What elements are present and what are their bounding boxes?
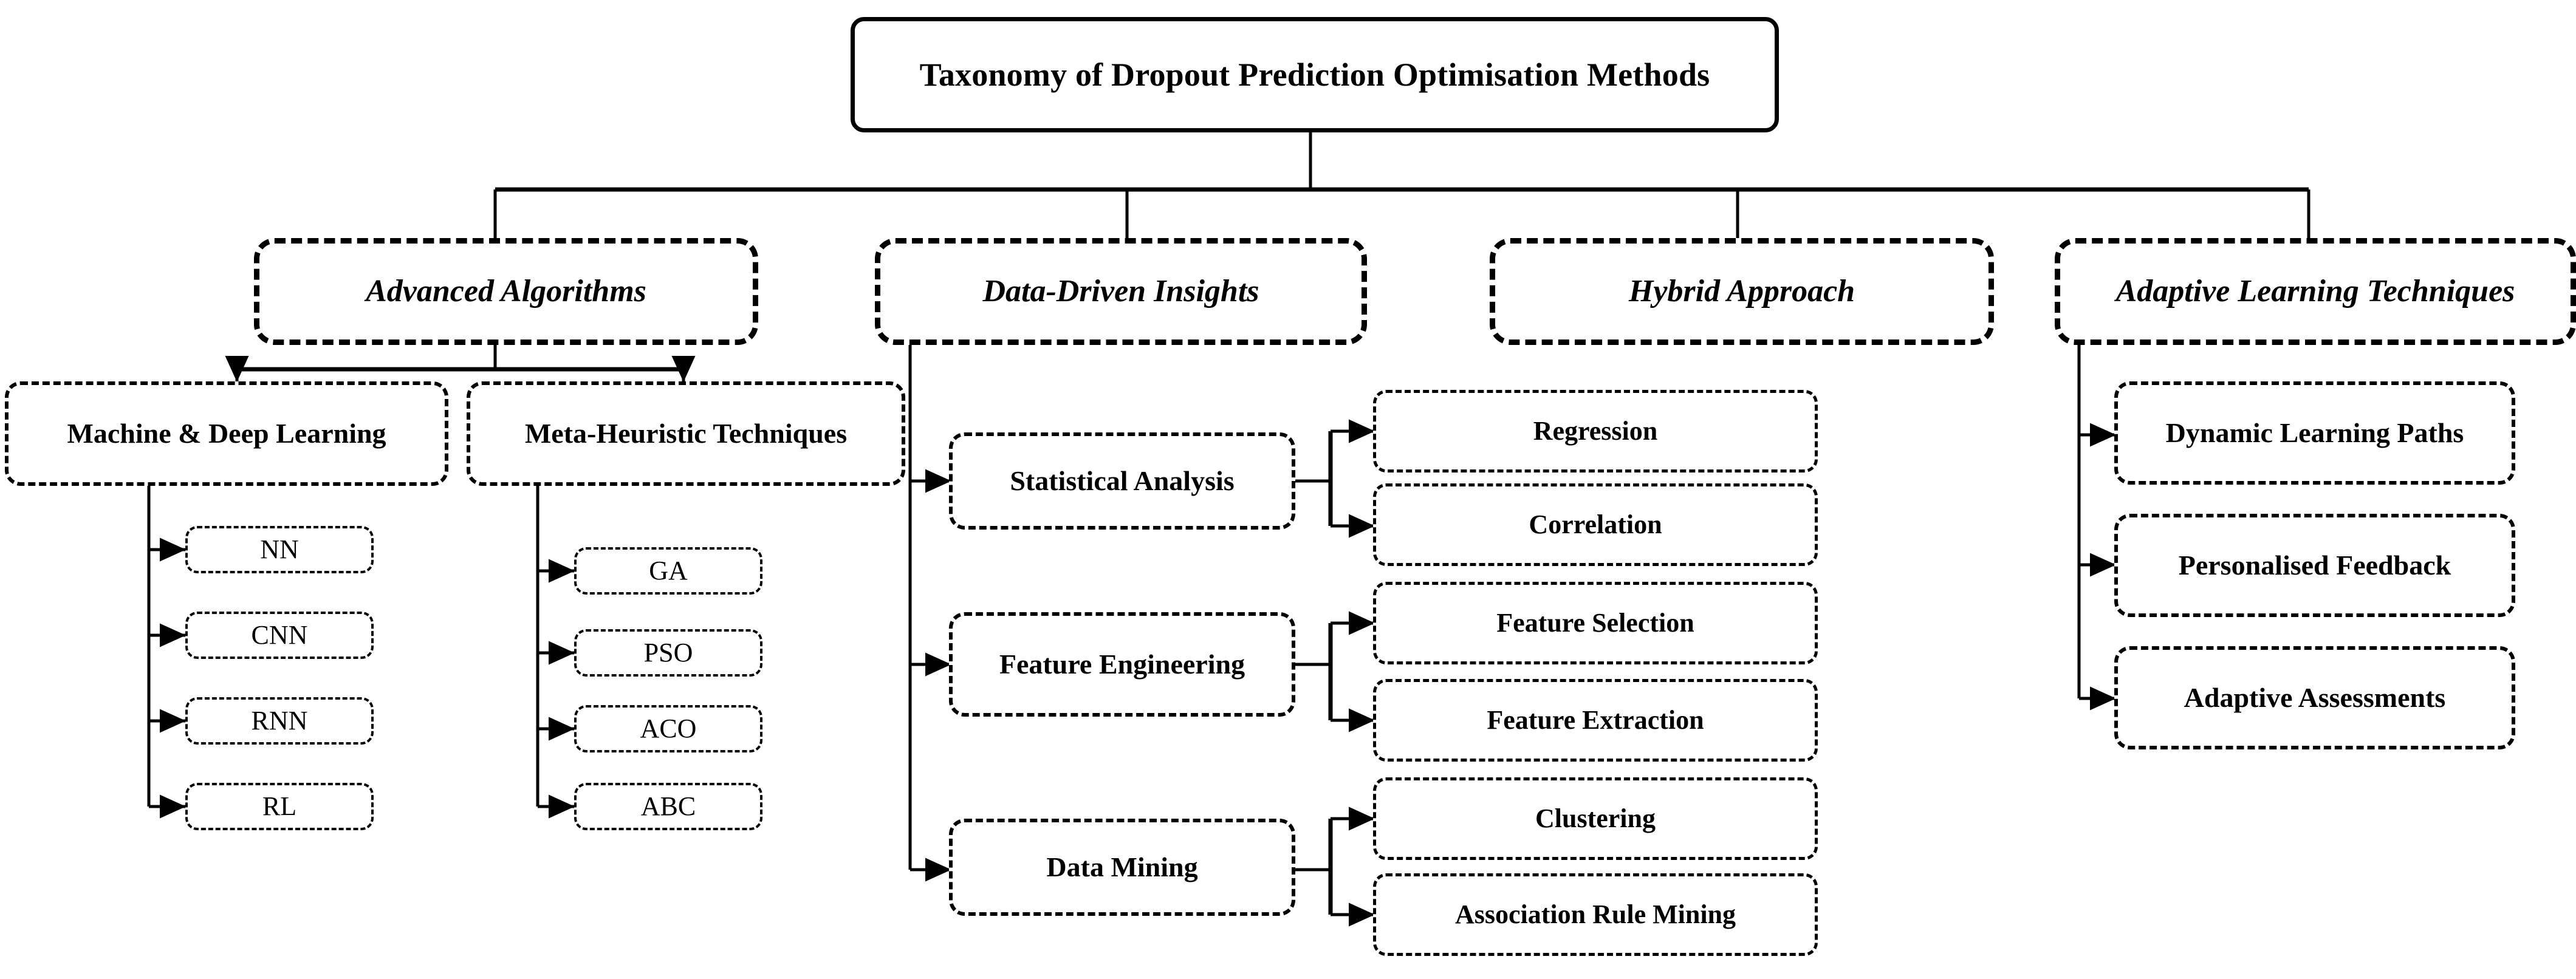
node-personalised-feedback[interactable]: Personalised Feedback (2114, 514, 2515, 617)
leaf-rnn[interactable]: RNN (185, 697, 374, 745)
node-feature-engineering-label: Feature Engineering (999, 649, 1245, 680)
leaf-feature-extraction-label: Feature Extraction (1487, 705, 1704, 735)
node-machine-deep-learning-label: Machine & Deep Learning (67, 418, 386, 449)
leaf-ga[interactable]: GA (574, 547, 762, 595)
node-adaptive-learning-techniques-label: Adaptive Learning Techniques (2115, 273, 2515, 309)
leaf-nn-label: NN (260, 534, 299, 565)
node-dynamic-learning-paths-label: Dynamic Learning Paths (2165, 417, 2464, 449)
leaf-rnn-label: RNN (251, 706, 308, 736)
node-meta-heuristic-techniques-label: Meta-Heuristic Techniques (524, 418, 848, 449)
leaf-aco[interactable]: ACO (574, 705, 762, 752)
leaf-cnn-label: CNN (251, 620, 308, 650)
node-hybrid-approach-label: Hybrid Approach (1628, 273, 1855, 309)
leaf-association-rule-mining[interactable]: Association Rule Mining (1373, 873, 1818, 956)
node-root-label: Taxonomy of Dropout Prediction Optimisat… (919, 56, 1710, 93)
node-adaptive-learning-techniques[interactable]: Adaptive Learning Techniques (2055, 238, 2576, 345)
leaf-pso[interactable]: PSO (574, 629, 762, 677)
node-statistical-analysis[interactable]: Statistical Analysis (949, 432, 1295, 530)
node-adaptive-assessments-label: Adaptive Assessments (2184, 682, 2446, 714)
node-hybrid-approach[interactable]: Hybrid Approach (1490, 238, 1994, 345)
leaf-association-rule-mining-label: Association Rule Mining (1454, 899, 1736, 930)
node-adaptive-assessments[interactable]: Adaptive Assessments (2114, 646, 2515, 749)
leaf-cnn[interactable]: CNN (185, 612, 374, 659)
node-data-mining[interactable]: Data Mining (949, 819, 1295, 916)
leaf-abc[interactable]: ABC (574, 783, 762, 830)
leaf-regression-label: Regression (1533, 416, 1658, 446)
node-root[interactable]: Taxonomy of Dropout Prediction Optimisat… (851, 17, 1779, 132)
node-data-mining-label: Data Mining (1046, 851, 1198, 883)
leaf-ga-label: GA (649, 556, 688, 586)
node-data-driven-insights-label: Data-Driven Insights (982, 273, 1259, 309)
leaf-pso-label: PSO (643, 638, 693, 668)
leaf-correlation-label: Correlation (1529, 510, 1662, 540)
node-advanced-algorithms[interactable]: Advanced Algorithms (254, 238, 758, 345)
node-statistical-analysis-label: Statistical Analysis (1010, 465, 1235, 497)
node-dynamic-learning-paths[interactable]: Dynamic Learning Paths (2114, 381, 2515, 485)
leaf-clustering-label: Clustering (1535, 803, 1656, 834)
leaf-regression[interactable]: Regression (1373, 390, 1818, 472)
node-data-driven-insights[interactable]: Data-Driven Insights (875, 238, 1367, 345)
leaf-abc-label: ABC (640, 791, 696, 822)
leaf-feature-extraction[interactable]: Feature Extraction (1373, 679, 1818, 762)
node-personalised-feedback-label: Personalised Feedback (2178, 550, 2451, 581)
node-meta-heuristic-techniques[interactable]: Meta-Heuristic Techniques (467, 381, 905, 486)
node-machine-deep-learning[interactable]: Machine & Deep Learning (5, 381, 448, 486)
leaf-rl-label: RL (262, 791, 297, 822)
leaf-rl[interactable]: RL (185, 783, 374, 830)
node-advanced-algorithms-label: Advanced Algorithms (366, 273, 646, 309)
leaf-clustering[interactable]: Clustering (1373, 777, 1818, 860)
leaf-feature-selection-label: Feature Selection (1496, 608, 1694, 638)
leaf-feature-selection[interactable]: Feature Selection (1373, 582, 1818, 664)
leaf-aco-label: ACO (640, 714, 697, 744)
leaf-correlation[interactable]: Correlation (1373, 483, 1818, 566)
node-feature-engineering[interactable]: Feature Engineering (949, 612, 1295, 717)
leaf-nn[interactable]: NN (185, 526, 374, 573)
